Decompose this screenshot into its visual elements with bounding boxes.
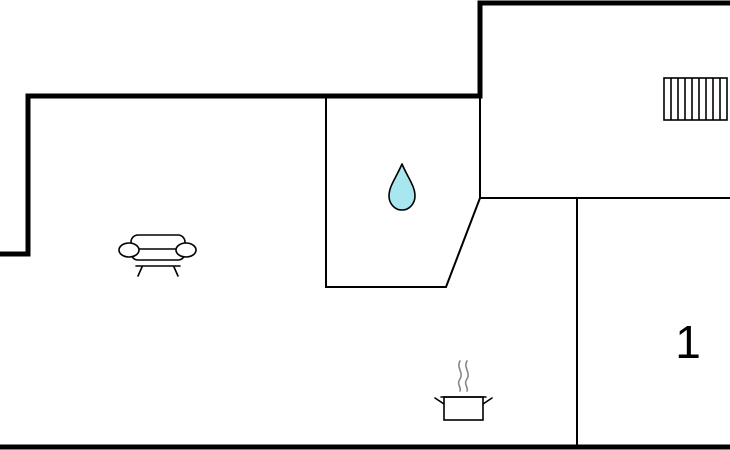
bedroom-number-label: 1 <box>675 316 701 368</box>
cooking-pot-icon <box>434 360 493 421</box>
bathroom-wall <box>325 96 481 288</box>
sofa-icon <box>118 234 197 277</box>
steam-icon <box>457 360 469 392</box>
water-drop-icon <box>388 163 416 211</box>
inner-walls <box>325 96 730 447</box>
outer-wall-top-right <box>477 0 730 99</box>
stairs-icon <box>663 77 728 121</box>
outer-wall-left <box>0 93 483 257</box>
